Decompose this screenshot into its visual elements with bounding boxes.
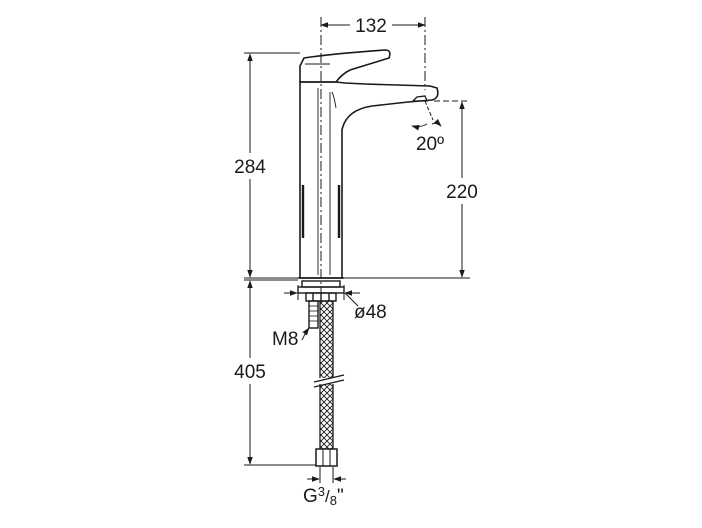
dim-total-height-label: 284 [234, 157, 266, 178]
dim-spout-reach-label: 132 [355, 16, 387, 37]
connection-prefix: G [303, 486, 318, 507]
handle-lever [299, 49, 391, 83]
faucet-body [298, 49, 439, 279]
connection-numerator: 3 [318, 484, 325, 499]
dim-spout-angle-label: 20º [416, 134, 444, 155]
dimension-spout-height: 220 [344, 100, 486, 279]
dim-hose-length-label: 405 [234, 362, 266, 383]
dimension-spout-reach: 132 [320, 14, 426, 37]
column [299, 81, 439, 279]
threaded-stud [308, 300, 319, 329]
dim-stud-thread-label: M8 [272, 329, 298, 350]
dim-base-diameter-label: ø48 [354, 302, 387, 323]
dimension-stud-thread: M8 [272, 327, 310, 350]
dimension-total-height: 284 [228, 52, 300, 279]
flexible-hose [312, 300, 345, 467]
dimension-hose-length: 405 [228, 279, 316, 466]
dimension-connection: G3/8" [303, 467, 346, 508]
dimension-spout-angle: 20º [411, 100, 444, 155]
connection-separator: / [325, 487, 330, 506]
dimension-base-diameter: ø48 [284, 285, 387, 323]
hose-nut [315, 448, 338, 467]
dim-spout-height-label: 220 [446, 182, 478, 203]
dim-connection-label: G3/8" [303, 484, 344, 508]
connection-suffix: " [337, 486, 344, 507]
connection-denominator: 8 [330, 493, 337, 508]
aerator [411, 95, 428, 102]
